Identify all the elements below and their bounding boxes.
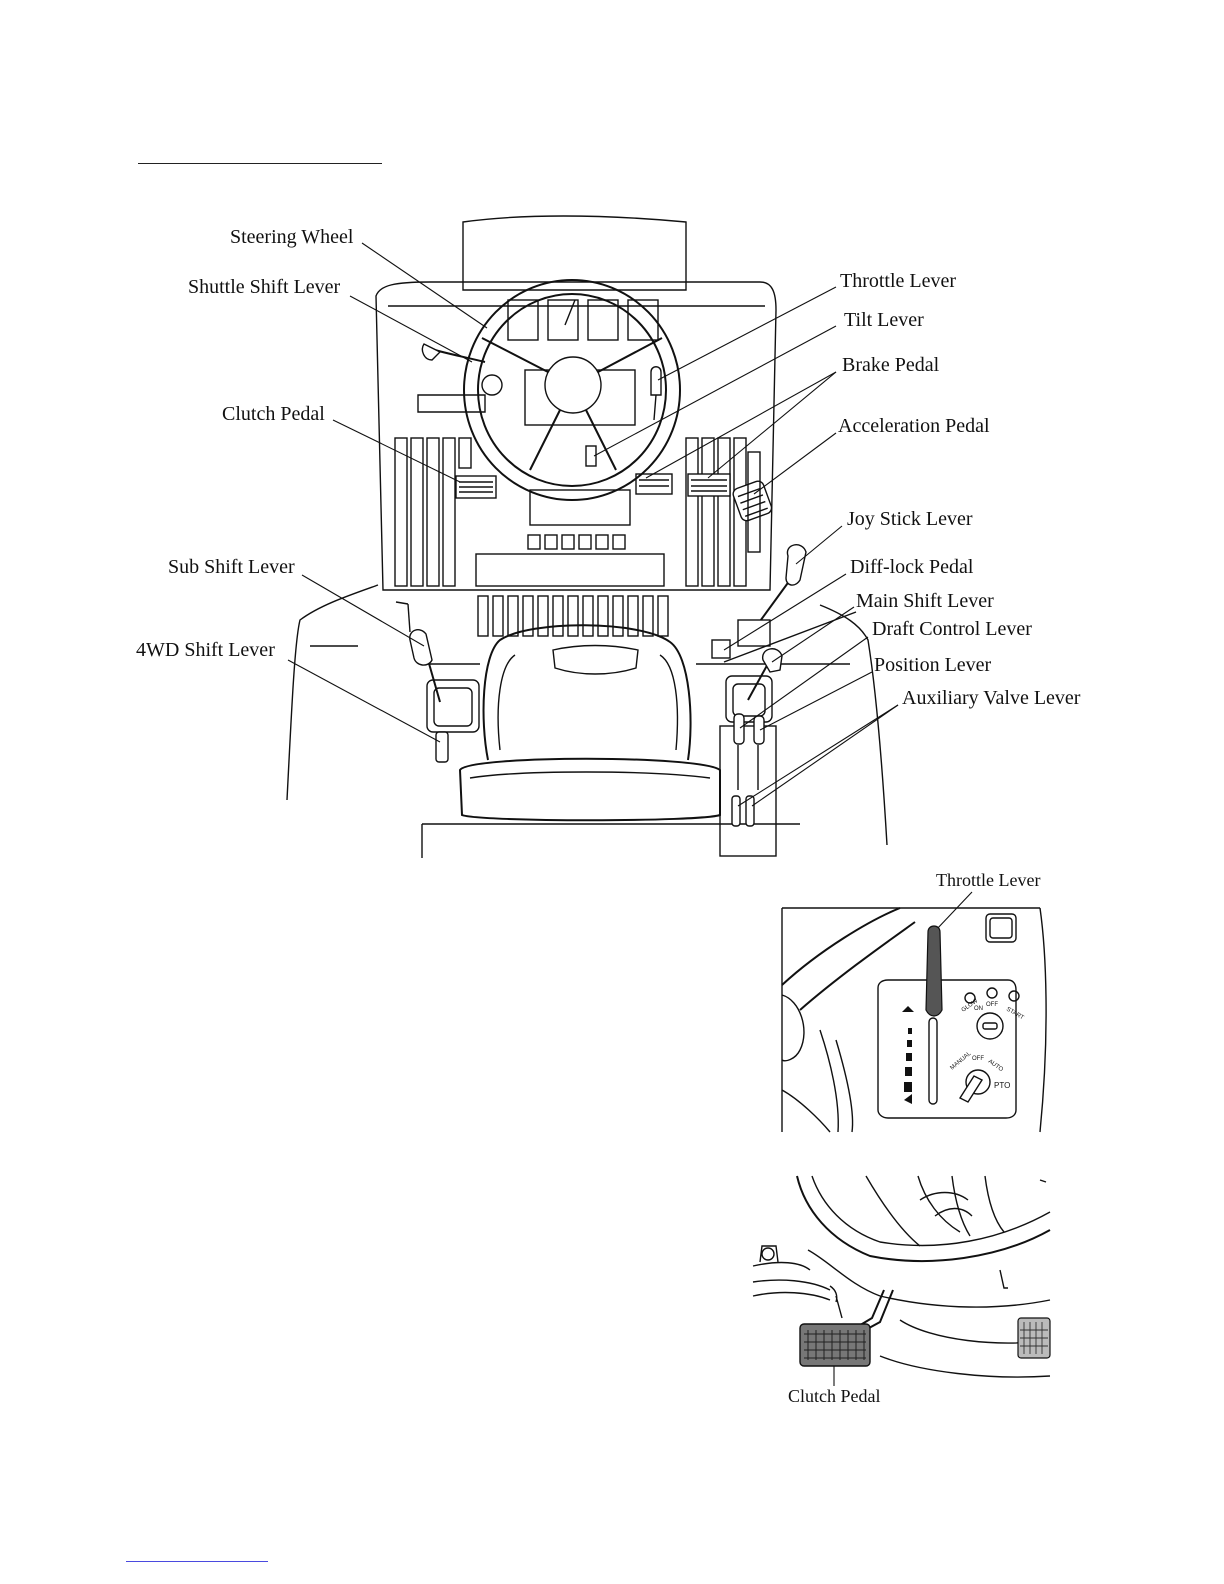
center-floor-squares — [527, 534, 626, 550]
throttle-detail-caption: Throttle Lever — [936, 870, 1040, 890]
clutch-detail-photo: Clutch Pedal — [752, 1175, 1051, 1406]
label-draft-control-lever: Draft Control Lever — [872, 618, 1032, 640]
steering-wheel-drawing — [463, 279, 681, 501]
callout-labels: Steering Wheel Shuttle Shift Lever Clutc… — [136, 226, 1081, 709]
brake-pedal-left-pad — [635, 473, 673, 495]
label-sub-shift-lever: Sub Shift Lever — [168, 556, 295, 578]
svg-text:MANUAL: MANUAL — [949, 1050, 973, 1071]
floor-slats-left — [394, 437, 472, 587]
operator-seat — [458, 624, 721, 822]
floor-slats-right — [685, 437, 747, 587]
label-acceleration-pedal: Acceleration Pedal — [838, 415, 990, 437]
label-steering-wheel: Steering Wheel — [230, 226, 354, 248]
label-throttle-lever: Throttle Lever — [840, 270, 956, 292]
label-tilt-lever: Tilt Lever — [844, 309, 924, 331]
svg-text:OFF: OFF — [986, 1002, 998, 1008]
label-diff-lock-pedal: Diff-lock Pedal — [850, 556, 974, 578]
label-auxiliary-valve-lever: Auxiliary Valve Lever — [902, 687, 1081, 709]
acceleration-pedal-pad — [732, 480, 773, 522]
svg-text:OFF: OFF — [972, 1056, 984, 1062]
floor-slats-bottom — [477, 595, 669, 637]
footer-link-rule — [126, 1561, 268, 1562]
clutch-detail-pedal-pad — [799, 1323, 871, 1367]
svg-text:ON: ON — [974, 1006, 983, 1012]
throttle-detail-photo: Throttle Lever GLOW — [781, 870, 1047, 1133]
clutch-detail-caption: Clutch Pedal — [788, 1386, 881, 1406]
label-joy-stick-lever: Joy Stick Lever — [847, 508, 973, 530]
svg-text:START: START — [1005, 1007, 1025, 1022]
label-main-shift-lever: Main Shift Lever — [856, 590, 994, 612]
svg-text:AUTO: AUTO — [987, 1059, 1004, 1074]
leader-lines — [287, 242, 899, 807]
header-rule — [138, 163, 382, 164]
label-shuttle-shift-lever: Shuttle Shift Lever — [188, 276, 341, 298]
pto-label: PTO — [994, 1081, 1010, 1090]
label-position-lever: Position Lever — [874, 654, 992, 676]
label-brake-pedal: Brake Pedal — [842, 354, 940, 376]
tractor-illustration — [286, 215, 888, 858]
label-4wd-shift-lever: 4WD Shift Lever — [136, 639, 275, 661]
label-clutch-pedal: Clutch Pedal — [222, 403, 325, 425]
